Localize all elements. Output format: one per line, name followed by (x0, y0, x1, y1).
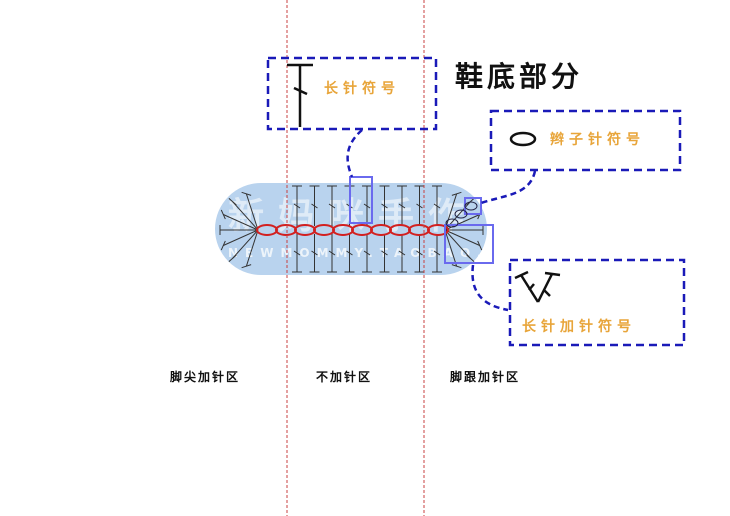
dc-stitch (397, 234, 407, 273)
legend-box-dc (266, 56, 438, 131)
dc-stitch (309, 234, 320, 273)
dc-stitch (432, 234, 442, 273)
legend-box-increase (508, 258, 686, 347)
fan-stitch (444, 191, 462, 231)
dc-stitch (344, 234, 355, 273)
legend-increase-label: 长针加针符号 (522, 318, 636, 335)
watermark-cn: 新妈咪手作 (228, 196, 478, 237)
heel-chain (464, 201, 478, 211)
fan-stitch (228, 197, 259, 231)
fan-stitch (444, 229, 483, 251)
dc-stitch (432, 185, 442, 226)
dc-stitch (379, 234, 390, 273)
dc-stitch (362, 185, 372, 226)
page-title: 鞋底部分 (455, 60, 583, 93)
dc-stitch (327, 234, 337, 273)
fan-stitch (220, 209, 259, 231)
legend-dc-label: 长针符号 (324, 80, 400, 97)
connector-chain (480, 170, 537, 205)
dc-stitch (414, 185, 425, 226)
legend-chain-label: 辫子针符号 (550, 131, 645, 148)
dc-stitch (414, 234, 425, 273)
dc-increase-icon (514, 270, 561, 303)
double-crochet-icon (287, 63, 313, 127)
dc-stitch (397, 185, 407, 226)
connector-increase (471, 264, 509, 312)
fan-stitch (241, 191, 259, 231)
zone-heel-label: 脚跟加针区 (450, 369, 520, 384)
dc-stitch (292, 185, 302, 226)
fan-stitch (219, 225, 258, 235)
highlight-increase (444, 224, 494, 264)
legend-box-chain (489, 109, 682, 172)
connector-dc (346, 129, 363, 178)
dc-stitch (379, 185, 390, 226)
fan-stitch (444, 229, 475, 263)
heel-chain (445, 218, 459, 228)
dc-stitch (362, 234, 372, 273)
dc-stitch (327, 185, 337, 226)
fan-stitch (444, 229, 462, 269)
dc-stitch (309, 185, 320, 226)
chain-icon (509, 131, 537, 147)
chain-stitch (427, 224, 449, 236)
highlight-dc (349, 176, 373, 224)
watermark-url: NEWMOMMY.TAOBAO.COM (228, 246, 540, 260)
zone-plain-label: 不加针区 (316, 369, 372, 384)
fan-stitch (445, 225, 484, 235)
fan-stitch (228, 229, 259, 263)
chain-row (256, 224, 449, 236)
fan-stitch (220, 229, 259, 251)
fan-stitch (241, 229, 259, 269)
zone-toe-label: 脚尖加针区 (170, 369, 240, 384)
heel-chain (454, 209, 468, 219)
dc-stitch (292, 234, 302, 273)
